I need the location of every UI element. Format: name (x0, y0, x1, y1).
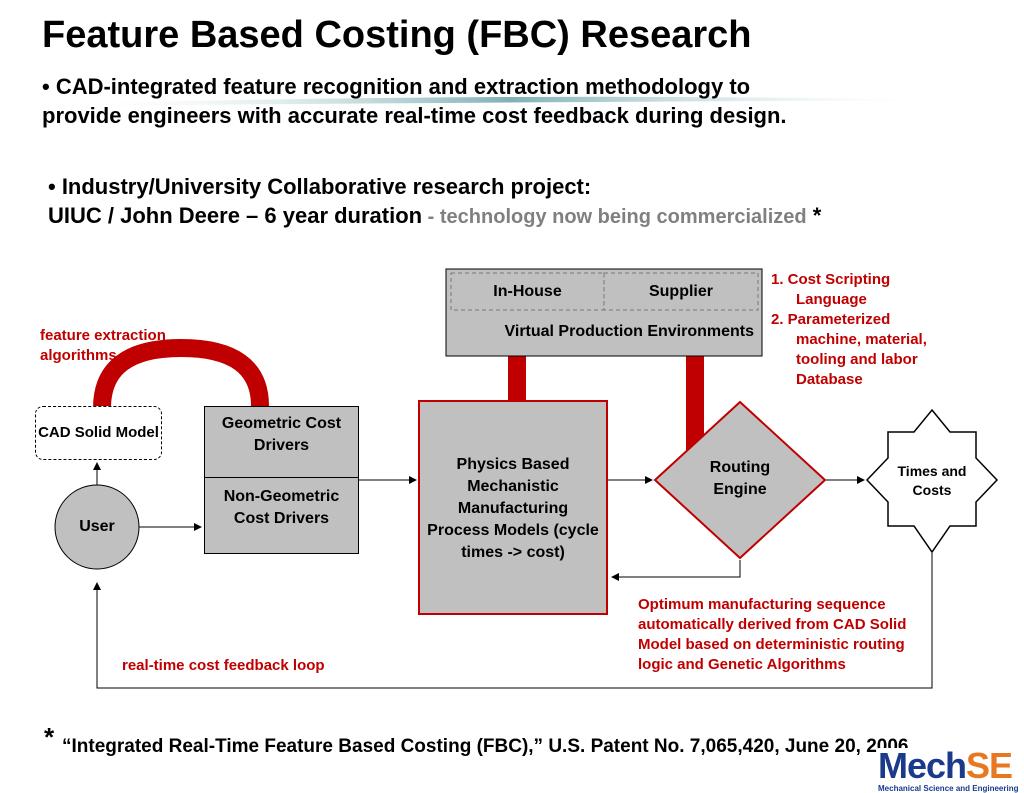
logo-subtitle: Mechanical Science and Engineering (878, 784, 1019, 793)
footnote-star: * (44, 722, 55, 752)
cost-scripting-line3: 2. Parameterized (771, 311, 891, 328)
supplier-label: Supplier (648, 282, 713, 300)
cost-scripting-line2: Language (796, 291, 867, 308)
feature-extraction-note: feature extraction algorithms (40, 327, 166, 364)
patent-citation: “Integrated Real-Time Feature Based Cost… (62, 736, 909, 757)
logo-se: SE (966, 745, 1013, 786)
physics-models-box: Physics Based Mechanistic Manufacturing … (418, 400, 608, 615)
bullet-fbc-description: • CAD-integrated feature recognition and… (42, 72, 787, 130)
routing-engine-label: Routing Engine (709, 459, 771, 498)
virtual-production-label: Virtual Production Environments (504, 323, 754, 340)
bullet1-line1: • CAD-integrated feature recognition and… (42, 74, 751, 99)
bullet2-sep: - (422, 206, 440, 228)
decorative-swoosh (60, 96, 960, 106)
bullet2-star: * (806, 203, 822, 228)
bullet2-commercialized: technology now being commercialized (439, 206, 807, 228)
bullet1-line2: provide engineers with accurate real-tim… (42, 103, 787, 128)
feedback-loop-line (93, 553, 933, 689)
cost-scripting-line1: 1. Cost Scripting (771, 271, 891, 288)
optimum-sequence-note: Optimum manufacturing sequence automatic… (638, 596, 907, 673)
in-house-label: In-House (493, 282, 562, 300)
cost-scripting-line6: Database (796, 371, 863, 388)
cost-scripting-note: 1. Cost Scripting Language 2. Parameteri… (771, 270, 971, 390)
logo-mech: Mech (878, 745, 967, 786)
cost-drivers-box: Geometric Cost Drivers Non-Geometric Cos… (204, 406, 359, 554)
red-connector-right (686, 356, 704, 450)
bullet2-line2: UIUC / John Deere – 6 year duration - te… (48, 201, 821, 232)
cad-solid-model-box: CAD Solid Model (35, 406, 162, 460)
arrow-routing-to-physics (611, 560, 741, 581)
non-geometric-cost-drivers: Non-Geometric Cost Drivers (223, 488, 340, 527)
feedback-loop-note: real-time cost feedback loop (122, 657, 325, 674)
bullet2-main: UIUC / John Deere – 6 year duration (48, 203, 423, 228)
user-circle (54, 484, 140, 570)
cost-scripting-line4: machine, material, (796, 331, 927, 348)
cost-scripting-line5: tooling and labor (796, 351, 918, 368)
feature-extraction-arc (93, 338, 269, 409)
page-title: Feature Based Costing (FBC) Research (42, 14, 752, 56)
red-connector-left (508, 356, 526, 400)
bullet2-line1: • Industry/University Collaborative rese… (48, 174, 592, 199)
bullet-collaboration: • Industry/University Collaborative rese… (48, 172, 821, 232)
supplier-cell (603, 272, 759, 311)
times-costs-label: Times and Costs (897, 463, 967, 498)
user-label: User (79, 518, 115, 535)
mechse-logo: MechSE Mechanical Science and Engineerin… (878, 748, 1024, 793)
routing-engine-diamond (653, 400, 827, 560)
geometric-cost-drivers: Geometric Cost Drivers (205, 407, 358, 478)
times-costs-star (865, 408, 999, 554)
logo-wordmark: MechSE (878, 748, 1024, 784)
